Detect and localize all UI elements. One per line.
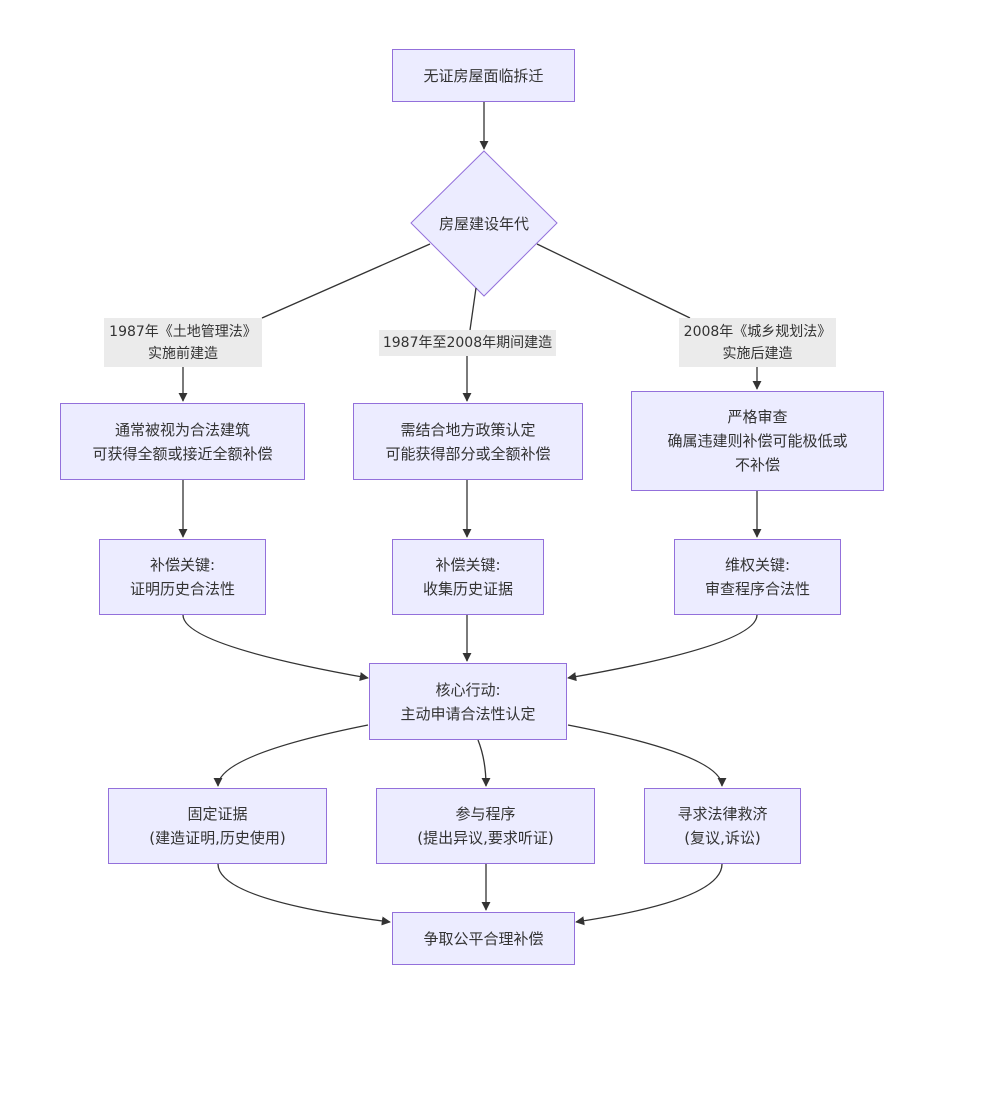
act2-node: 参与程序 (提出异议,要求听证) (376, 788, 595, 864)
edge-core-act2 (477, 739, 491, 787)
act1-line1: 固定证据 (187, 805, 248, 823)
core-line1: 核心行动: (435, 680, 501, 699)
edge-decision-mid1 (467, 287, 477, 401)
end-node-text: 争取公平合理补偿 (423, 929, 544, 948)
left1-line2: 可获得全额或接近全额补偿 (92, 444, 273, 463)
edge-label-left-line2: 实施前建造 (148, 345, 218, 362)
right2-node: 维权关键: 审查程序合法性 (674, 539, 841, 615)
edge-label-mid-line1: 1987年至2008年期间建造 (382, 335, 553, 351)
act2-line2: (提出异议,要求听证) (417, 829, 554, 847)
right1-line2: 确属违建则补偿可能极低或 (667, 432, 848, 450)
decision-diamond (410, 150, 558, 297)
decision-text: 房屋建设年代 (438, 214, 529, 233)
edge-label-right-line2: 实施后建造 (722, 345, 793, 362)
act3-line2: (复议,诉讼) (684, 829, 761, 847)
start-node-text: 无证房屋面临拆迁 (423, 66, 544, 85)
edge-decision-right1 (536, 243, 757, 389)
edge-label-mid: 1987年至2008年期间建造 (379, 330, 556, 356)
end-node: 争取公平合理补偿 (392, 912, 575, 965)
left2-line1: 补偿关键: (149, 556, 216, 574)
mid1-line2: 可能获得部分或全额补偿 (385, 444, 551, 463)
mid1-node: 需结合地方政策认定 可能获得部分或全额补偿 (353, 403, 583, 480)
right2-line1: 维权关键: (724, 556, 791, 574)
decision-label: 房屋建设年代 (411, 208, 557, 238)
edge-label-left: 1987年《土地管理法》 实施前建造 (104, 318, 262, 367)
right1-line1: 严格审查 (727, 408, 788, 426)
edge-label-left-line1: 1987年《土地管理法》 (109, 323, 257, 340)
edge-core-act1 (213, 724, 369, 787)
core-node: 核心行动: 主动申请合法性认定 (369, 663, 567, 740)
mid2-node: 补偿关键: 收集历史证据 (392, 539, 544, 615)
left2-line2: 证明历史合法性 (129, 580, 235, 598)
mid2-line2: 收集历史证据 (422, 580, 513, 598)
edge-act1-end (217, 863, 391, 926)
act3-line1: 寻求法律救济 (677, 805, 768, 823)
edge-label-right: 2008年《城乡规划法》 实施后建造 (679, 318, 836, 367)
left1-line1: 通常被视为合法建筑 (114, 420, 250, 439)
right1-node: 严格审查 确属违建则补偿可能极低或 不补偿 (631, 391, 884, 491)
right1-line3: 不补偿 (734, 456, 780, 474)
edge-label-right-line1: 2008年《城乡规划法》 (683, 323, 832, 340)
edge-core-act3 (567, 724, 727, 787)
mid1-line1: 需结合地方政策认定 (400, 420, 536, 439)
core-line2: 主动申请合法性认定 (400, 704, 536, 723)
right2-line2: 审查程序合法性 (704, 580, 810, 598)
edge-right2-core (567, 614, 758, 682)
edge-left2-core (182, 614, 369, 682)
left2-node: 补偿关键: 证明历史合法性 (99, 539, 266, 615)
act2-line1: 参与程序 (455, 805, 516, 823)
act1-node: 固定证据 (建造证明,历史使用) (108, 788, 327, 864)
edge-decision-left1 (183, 243, 431, 401)
act3-node: 寻求法律救济 (复议,诉讼) (644, 788, 801, 864)
start-node: 无证房屋面临拆迁 (392, 49, 575, 102)
left1-node: 通常被视为合法建筑 可获得全额或接近全额补偿 (60, 403, 305, 480)
mid2-line1: 补偿关键: (435, 556, 501, 574)
edge-act3-end (575, 863, 723, 926)
act1-line2: (建造证明,历史使用) (149, 829, 286, 847)
